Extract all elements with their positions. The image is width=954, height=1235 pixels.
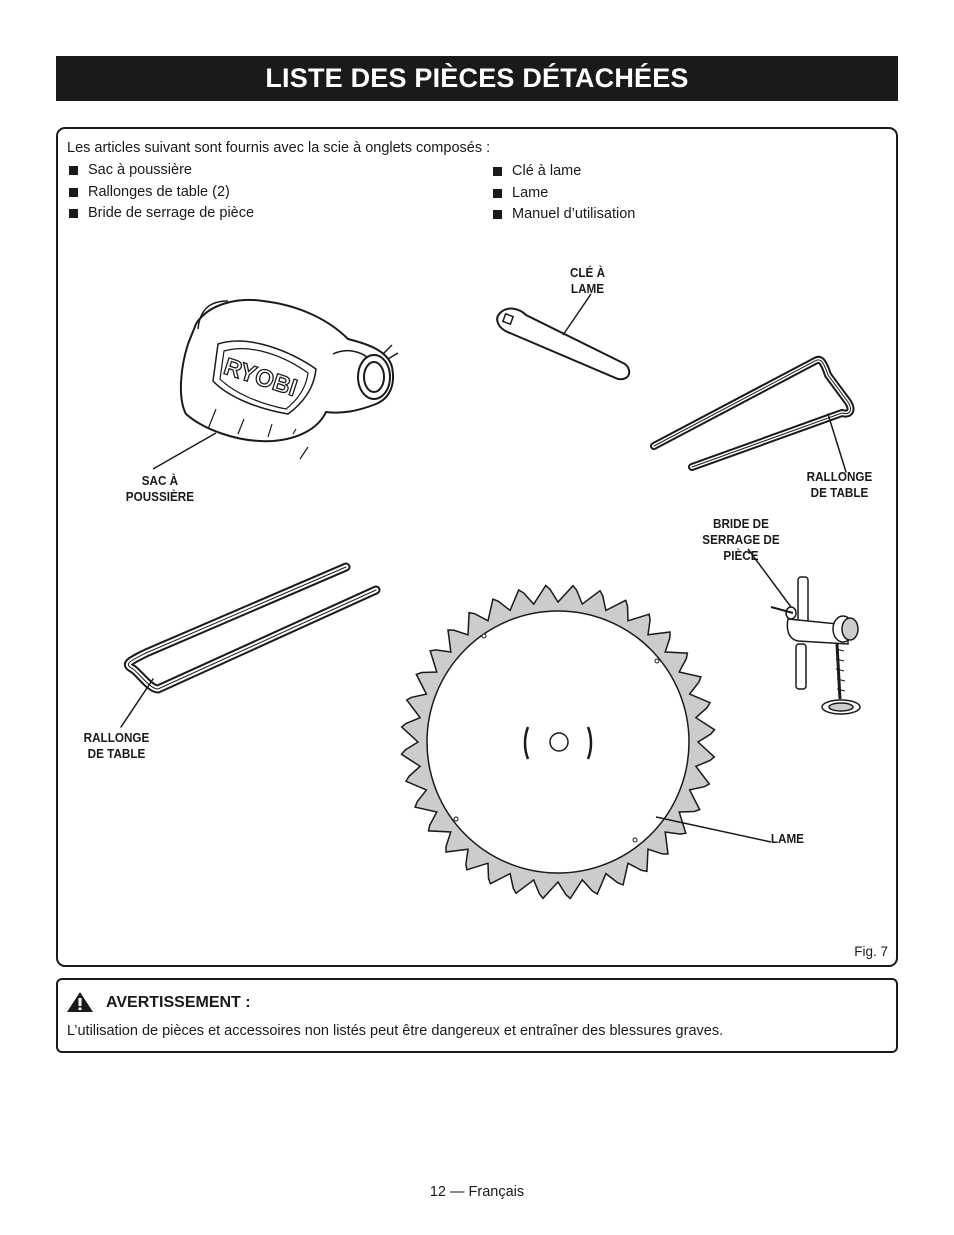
warning-triangle-icon	[67, 992, 93, 1012]
parts-list-box: Les articles suivant sont fournis avec l…	[56, 127, 898, 967]
label-right-table-extension: RALLONGE DE TABLE	[806, 469, 873, 500]
list-item: Lame	[491, 183, 635, 205]
workpiece-clamp-illustration	[747, 548, 861, 715]
label-dust-bag: SAC À POUSSIÈRE	[125, 473, 195, 504]
label-workpiece-clamp: BRIDE DE SERRAGE DE PIÈCE	[702, 516, 780, 563]
blade-wrench-illustration	[496, 293, 631, 381]
parts-intro: Les articles suivant sont fournis avec l…	[67, 140, 491, 156]
parts-illustration: RYOBI	[120, 293, 861, 900]
warning-box: AVERTISSEMENT : L’utilisation de pièces …	[56, 978, 898, 1053]
page-footer: 12 — Français	[429, 1184, 525, 1200]
parts-list-left: Sac à poussière Rallonges de table (2) B…	[67, 160, 254, 225]
page-title: LISTE DES PIÈCES DÉTACHÉES	[265, 63, 689, 93]
label-blade: LAME	[770, 831, 805, 846]
left-table-extension-illustration	[120, 562, 381, 728]
saw-blade-illustration	[400, 584, 772, 900]
page-title-bar: LISTE DES PIÈCES DÉTACHÉES	[56, 56, 898, 101]
warning-text: L’utilisation de pièces et accessoires n…	[67, 1023, 724, 1039]
list-item: Manuel d’utilisation	[491, 204, 635, 226]
list-item: Rallonges de table (2)	[67, 182, 254, 204]
label-left-table-extension: RALLONGE DE TABLE	[83, 730, 150, 761]
warning-title: AVERTISSEMENT :	[106, 994, 251, 1011]
list-item: Bride de serrage de pièce	[67, 203, 254, 225]
right-table-extension-illustration	[650, 355, 855, 473]
figure-number: Fig. 7	[854, 944, 888, 959]
dust-bag-illustration: RYOBI	[179, 298, 399, 460]
list-item: Sac à poussière	[67, 160, 254, 182]
label-blade-wrench: CLÉ À LAME	[569, 265, 606, 296]
list-item: Clé à lame	[491, 161, 635, 183]
bag-leader-line	[152, 432, 217, 470]
parts-list-right: Clé à lame Lame Manuel d’utilisation	[491, 161, 635, 226]
